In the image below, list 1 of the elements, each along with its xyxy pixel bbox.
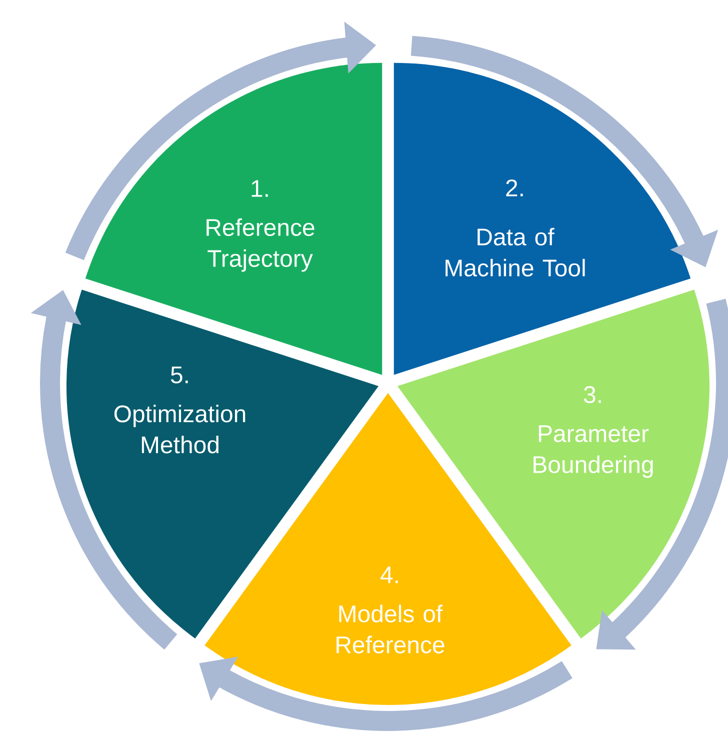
pie-segment: 2. Data of Machine Tool (394, 62, 691, 375)
